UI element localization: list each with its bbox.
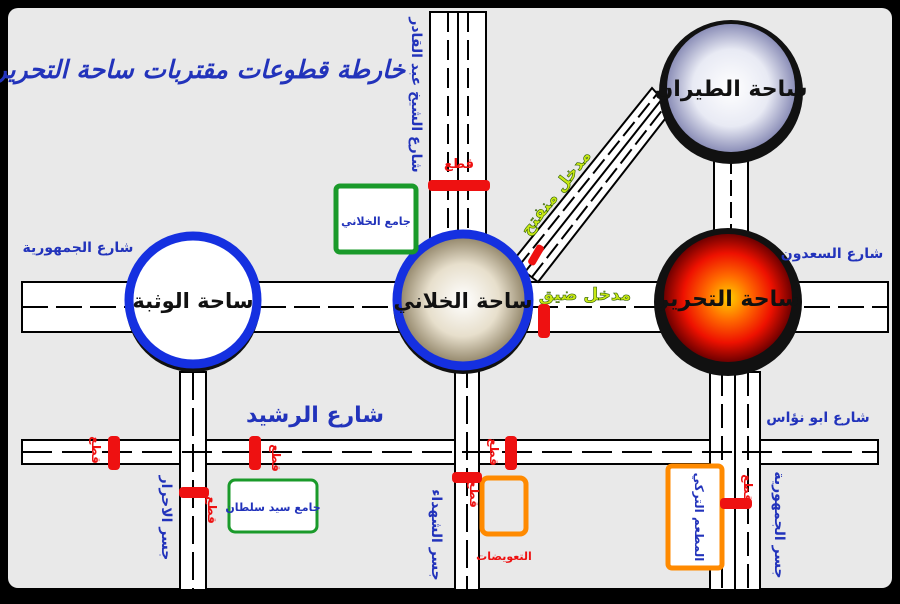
street-label-shaikh-abdulqadir: شارع الشيخ عبد القادر <box>408 16 424 172</box>
landmark-khilani-mosque[interactable]: جامع الخلاني <box>333 183 419 255</box>
street-label-jumhuriya: شارع الجمهورية <box>23 240 134 256</box>
street-label-abu-nuwas: شارع ابو نؤاس <box>766 410 869 426</box>
closure-bar <box>428 180 490 191</box>
closure-north-khilani[interactable]: قطع <box>428 157 490 191</box>
entrance-narrow-label: مدخل ضيق <box>539 285 631 305</box>
closure-east-khilani[interactable] <box>538 304 550 338</box>
closure-diagonal[interactable] <box>527 243 545 266</box>
landmark-sayed-sultan-box <box>227 478 319 534</box>
street-label-jumhuriya-bridge: جسر الجمهورية <box>771 471 787 578</box>
closure-bar <box>249 436 261 470</box>
street-label-shuhada-bridge: جسر الشهداء <box>428 489 444 581</box>
closure-bar <box>720 498 752 509</box>
square-tahrir-circle <box>664 234 792 362</box>
closure-label: قطع <box>205 496 219 524</box>
landmark-khilani-mosque-box <box>333 183 419 255</box>
landmark-sayed-sultan-label: جامع سيد سلطان <box>225 501 320 514</box>
map-title: خارطة قطوعات مقتربات ساحة التحرير <box>0 55 407 85</box>
street-label-saadoun: شارع السعدون <box>781 246 883 262</box>
closure-label: قطع <box>741 474 755 502</box>
closures: قطع قطع قطع قطع قطع <box>89 157 755 524</box>
square-khilani[interactable]: ساحة الخلاني <box>392 229 534 374</box>
square-tahrir[interactable]: ساحة التحرير <box>654 228 802 376</box>
square-wathba-circle <box>124 231 262 369</box>
square-tayaran[interactable]: ساحة الطيران <box>655 20 808 164</box>
closure-label: قطع <box>467 480 481 508</box>
closure-label: قطع <box>444 157 474 172</box>
closure-bar <box>528 244 544 266</box>
landmark-taawidat-label: التعويضات <box>476 550 532 563</box>
closure-bar <box>108 436 120 470</box>
closure-bar <box>452 472 482 483</box>
square-tayaran-circle <box>667 24 795 152</box>
landmark-turkish-restaurant[interactable]: المطعم التركي <box>665 463 725 571</box>
square-tahrir-label: ساحة التحرير <box>655 287 799 312</box>
closure-label: قطع <box>269 444 283 472</box>
closure-jumhuriya-bridge[interactable]: قطع <box>720 474 755 509</box>
street-label-rasheed: شارع الرشيد <box>246 403 384 428</box>
landmark-turkish-restaurant-box <box>665 463 725 571</box>
closure-label: قطع <box>89 436 103 464</box>
street-label-ahrar-bridge: جسر الاحرار <box>158 475 174 561</box>
square-wathba-label: ساحة الوثبة <box>132 289 253 313</box>
closure-bar <box>505 436 517 470</box>
closure-bar <box>538 304 550 338</box>
closure-label: قطع <box>487 438 501 466</box>
square-wathba[interactable]: ساحة الوثبة <box>124 231 262 372</box>
closure-shuhada-bridge[interactable]: قطع <box>452 472 482 508</box>
closure-ahrar-bridge[interactable]: قطع <box>179 487 219 524</box>
square-khilani-circle <box>392 229 534 371</box>
closure-rasheed-khilani[interactable]: قطع <box>487 436 517 470</box>
square-tayaran-label: ساحة الطيران <box>655 77 808 102</box>
landmark-taawidat[interactable]: التعويضات <box>476 475 532 563</box>
square-khilani-label: ساحة الخلاني <box>393 289 532 313</box>
street-labels: شارع الشيخ عبد القادر شارع الجمهورية شار… <box>23 16 884 580</box>
landmark-taawidat-box <box>479 475 529 537</box>
landmark-khilani-mosque-label: جامع الخلاني <box>341 215 411 228</box>
landmark-sayed-sultan-mosque[interactable]: جامع سيد سلطان <box>225 478 321 534</box>
closure-rasheed-middle[interactable]: قطع <box>249 436 283 472</box>
closure-rasheed-west[interactable]: قطع <box>89 436 120 470</box>
landmark-turkish-restaurant-label: المطعم التركي <box>692 473 706 562</box>
closure-bar <box>179 487 209 498</box>
